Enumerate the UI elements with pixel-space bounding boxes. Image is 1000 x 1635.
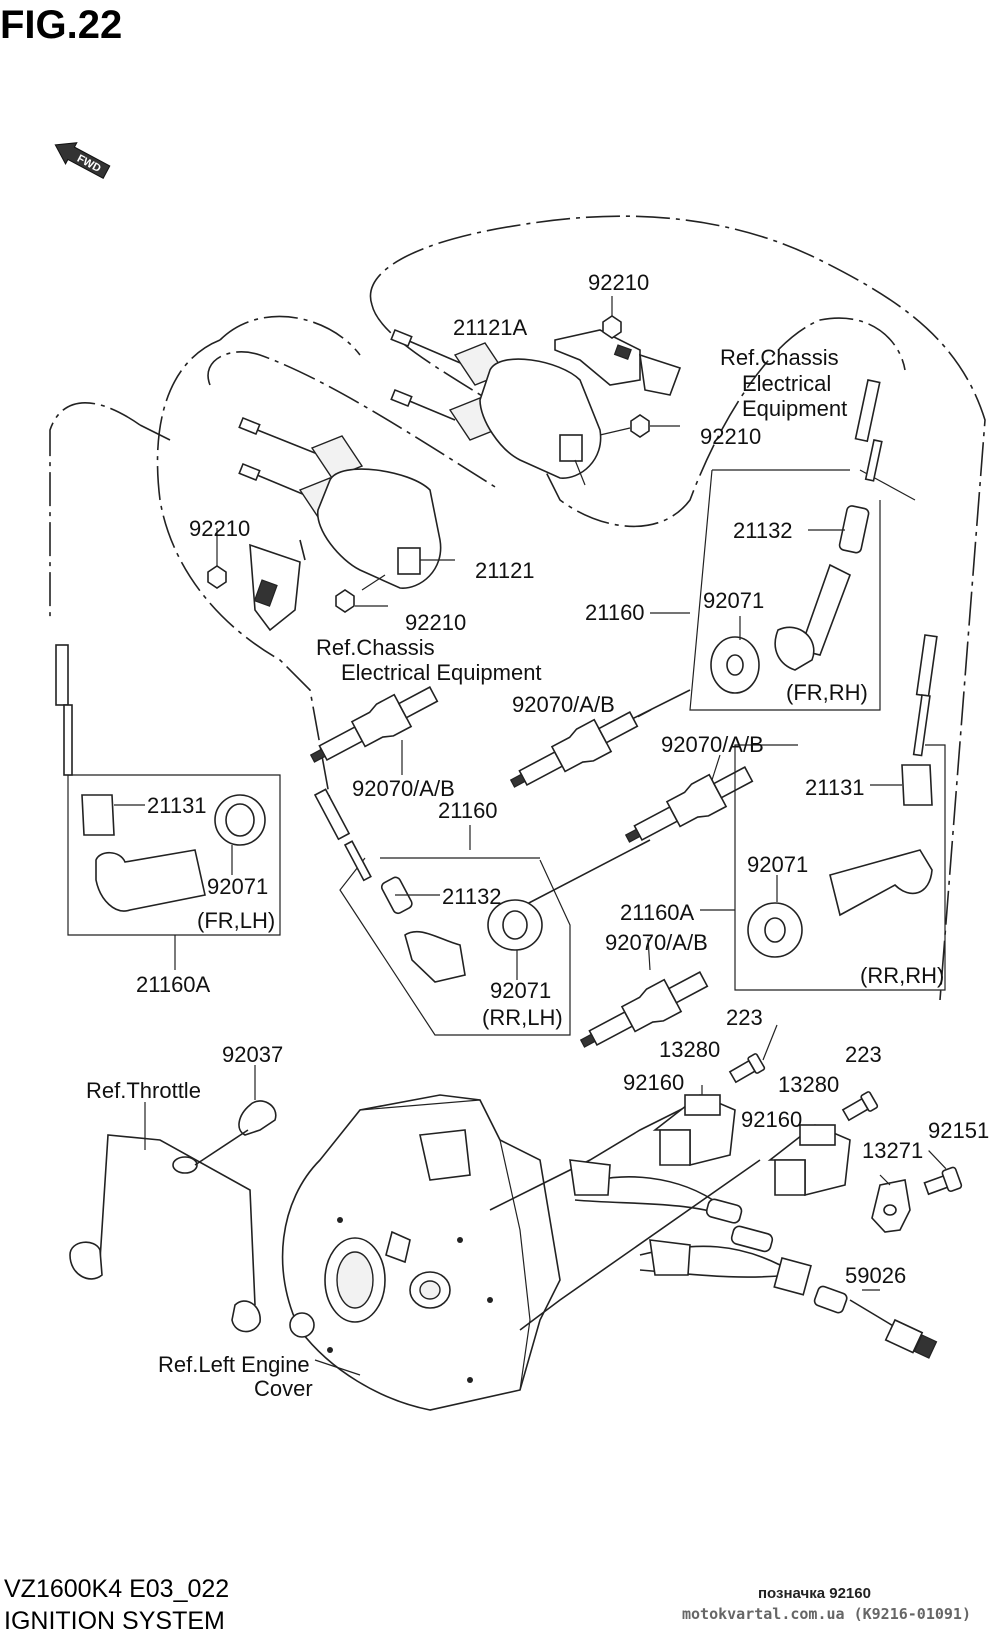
rear-ignition-coil xyxy=(390,296,682,486)
label-21121: 21121 xyxy=(475,558,535,583)
spark-plug-front xyxy=(309,686,439,763)
bolt-92151 xyxy=(923,1150,963,1196)
pickup-coil-2 xyxy=(767,1124,851,1197)
front-left-lead-outline xyxy=(49,402,141,620)
label-ref-electrical-rear: Electrical xyxy=(742,371,831,396)
front-ignition-coil xyxy=(207,416,455,632)
label-92071-rr-lh: 92071 xyxy=(490,978,551,1003)
label-92070-front: 92070/A/B xyxy=(352,776,455,801)
label-223-2: 223 xyxy=(845,1042,882,1067)
label-21132-fr-rh: 21132 xyxy=(733,518,793,543)
label-13280-1: 13280 xyxy=(659,1037,720,1062)
label-ref-equipment-rear: Equipment xyxy=(742,396,847,421)
label-13271: 13271 xyxy=(862,1138,923,1163)
model-code: VZ1600K4 E03_022 xyxy=(4,1575,229,1603)
label-92071-fr-rh: 92071 xyxy=(703,588,764,613)
label-92071-rr-rh: 92071 xyxy=(747,852,808,877)
label-21131-fr-lh: 21131 xyxy=(147,793,207,818)
label-ref-chassis-front: Ref.Chassis xyxy=(316,635,435,660)
spark-plug-rear-upper xyxy=(624,766,754,843)
lead-clamp xyxy=(871,1174,911,1233)
pickup-coil-1 xyxy=(652,1085,736,1167)
label-13280-2: 13280 xyxy=(778,1072,839,1097)
plug-cap-assembly-rr-lh xyxy=(313,788,571,1036)
label-92151: 92151 xyxy=(928,1118,989,1143)
label-21160-rr-lh: 21160 xyxy=(438,798,498,823)
left-engine-cover xyxy=(281,1094,561,1411)
rear-coil-group-outline xyxy=(369,215,986,1001)
label-fr-rh: (FR,RH) xyxy=(786,680,868,705)
label-92070-lower: 92070/A/B xyxy=(605,930,708,955)
label-ref-electrical-front: Electrical Equipment xyxy=(341,660,542,685)
label-21121a: 21121A xyxy=(453,315,528,340)
label-92210-rear-right: 92210 xyxy=(700,424,761,449)
label-92037: 92037 xyxy=(222,1042,283,1067)
callout-labels: 92210 21121A Ref.Chassis Electrical Equi… xyxy=(86,270,989,1401)
label-92070-center: 92070/A/B xyxy=(512,692,615,717)
label-92160-2: 92160 xyxy=(741,1107,802,1132)
label-21131-rr-rh: 21131 xyxy=(805,775,865,800)
label-ref-cover: Cover xyxy=(254,1376,313,1401)
label-92070-right: 92070/A/B xyxy=(661,732,764,757)
label-92210-front-bottom: 92210 xyxy=(405,610,466,635)
forward-arrow-icon: FWD xyxy=(54,142,111,179)
plug-cap-assembly-fr-rh xyxy=(650,379,916,711)
label-59026: 59026 xyxy=(845,1263,906,1288)
label-21132-rr-lh: 21132 xyxy=(442,884,502,909)
spark-plug-rear-lower xyxy=(579,971,709,1048)
figure-title: FIG.22 xyxy=(0,3,122,47)
label-92210-rear-top: 92210 xyxy=(588,270,649,295)
watermark-line-1: позначка 92160 xyxy=(758,1585,871,1602)
spark-plug-center xyxy=(509,709,652,788)
label-ref-throttle: Ref.Throttle xyxy=(86,1078,201,1103)
label-rr-rh: (RR,RH) xyxy=(860,963,944,988)
system-name: IGNITION SYSTEM xyxy=(4,1607,225,1635)
label-21160a-rr-rh: 21160A xyxy=(620,900,695,925)
label-rr-lh: (RR,LH) xyxy=(482,1005,563,1030)
watermark-line-2: motokvartal.com.ua (K9216-01091) xyxy=(682,1605,971,1623)
signal-generator-leads xyxy=(489,1099,938,1359)
throttle-bracket xyxy=(69,1102,261,1333)
front-coil-group-outline xyxy=(156,339,331,801)
screw-223-2 xyxy=(841,1091,879,1122)
screw-223-1 xyxy=(728,1024,778,1084)
harness-clamp xyxy=(194,1065,277,1166)
label-223-1: 223 xyxy=(726,1005,763,1030)
label-ref-chassis-rear: Ref.Chassis xyxy=(720,345,839,370)
label-21160-fr-rh: 21160 xyxy=(585,600,645,625)
label-92071-fr-lh: 92071 xyxy=(207,874,268,899)
label-92210-front-left: 92210 xyxy=(189,516,250,541)
plug-cap-assembly-fr-lh xyxy=(55,644,281,970)
plug-cap-assembly-rr-rh xyxy=(700,634,946,991)
label-21160a-fr-lh: 21160A xyxy=(136,972,211,997)
fwd-label: FWD xyxy=(75,153,103,175)
label-fr-lh: (FR,LH) xyxy=(197,908,275,933)
label-ref-left-engine: Ref.Left Engine xyxy=(158,1352,310,1377)
label-92160-1: 92160 xyxy=(623,1070,684,1095)
